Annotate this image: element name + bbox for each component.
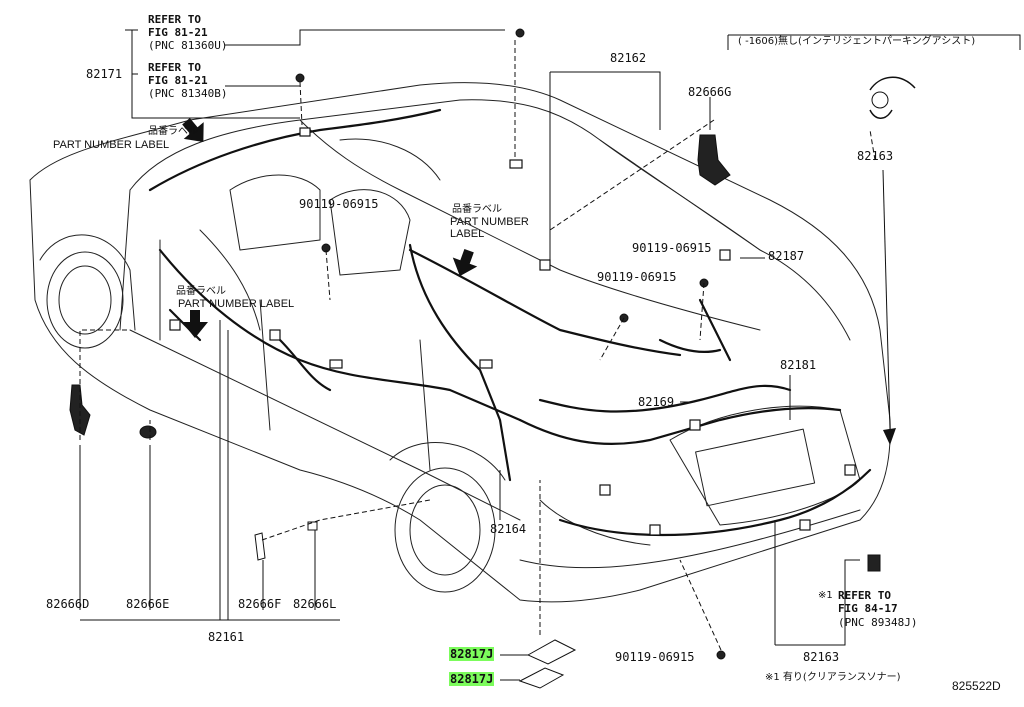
front-wheel-arch — [39, 234, 136, 331]
windshield — [299, 119, 761, 331]
note-bottom-right: ※1 有り(クリアランスソナー) — [765, 672, 901, 683]
ref3-line3: (PNC 89348J) — [838, 616, 918, 629]
part-82163-top: 82163 — [857, 149, 894, 163]
part-82817j-b: 82817J — [449, 672, 495, 686]
part-number-label-2b: LABEL — [450, 228, 485, 240]
part-82181: 82181 — [780, 358, 817, 372]
part-number-label-1: PART NUMBER LABEL — [53, 139, 170, 151]
ref1-line2: FIG 81-21 — [148, 26, 208, 39]
ref2-line1: REFER TO — [148, 61, 201, 74]
part-90119-a: 90119-06915 — [299, 197, 379, 211]
part-82666d: 82666D — [46, 597, 90, 611]
roof-outline — [129, 99, 761, 251]
part-82666g-drawing — [697, 134, 731, 186]
part-82666f-drawing — [254, 532, 266, 561]
front-wheel — [46, 251, 124, 349]
harness-window — [408, 248, 682, 357]
door-line-3 — [419, 339, 431, 471]
ref2-line2: FIG 81-21 — [148, 74, 208, 87]
part-82666l-drawing — [307, 521, 318, 531]
harness-bumper — [558, 468, 872, 537]
rear-bumper — [519, 509, 861, 569]
part-82187: 82187 — [768, 249, 805, 263]
part-82163-bottom: 82163 — [803, 650, 840, 664]
jp-label-3: 品番ラベル — [176, 286, 226, 297]
part-82162: 82162 — [610, 51, 647, 65]
part-90119-b: 90119-06915 — [632, 241, 712, 255]
part-82161: 82161 — [208, 630, 245, 644]
ref3-line1: REFER TO — [838, 589, 891, 602]
part-82817j-card-a — [526, 639, 577, 665]
harness-roof — [148, 108, 442, 192]
part-number-label-3: PART NUMBER LABEL — [178, 298, 295, 310]
note-top-right: ( -1606)無し(インテリジェントパーキングアシスト) — [738, 36, 976, 47]
ref1-line1: REFER TO — [148, 13, 201, 26]
door-line-2 — [259, 299, 271, 431]
diagram-id: 825522D — [952, 679, 1001, 693]
front-seat — [329, 189, 411, 276]
trunk-lid — [669, 405, 861, 526]
harness-pillar — [408, 243, 512, 482]
side-line — [129, 329, 521, 521]
jp-label-2: 品番ラベル — [452, 204, 502, 215]
part-89348j-drawing — [867, 554, 881, 572]
part-82666g: 82666G — [688, 85, 732, 99]
arrow-label-1 — [182, 118, 204, 142]
car-body-outline — [29, 82, 891, 603]
jp-label-1: 品番ラベル — [148, 126, 198, 137]
part-82666l: 82666L — [293, 597, 337, 611]
part-number-label-2a: PART NUMBER — [450, 216, 529, 228]
part-90119-d: 90119-06915 — [615, 650, 695, 664]
part-90119-c: 90119-06915 — [597, 270, 677, 284]
part-82171: 82171 — [86, 67, 123, 81]
rear-wheel-arch — [389, 442, 506, 481]
ref2-line3: (PNC 81340B) — [148, 87, 228, 100]
harness-rear — [518, 406, 842, 446]
part-82163-drawing — [871, 91, 889, 109]
part-82666f: 82666F — [238, 597, 282, 611]
arrow-label-3 — [182, 310, 208, 338]
part-82164: 82164 — [490, 522, 527, 536]
part-82817j-a: 82817J — [449, 647, 495, 661]
ref3-line2: FIG 84-17 — [838, 602, 898, 615]
rear-window — [599, 139, 851, 341]
rear-wheel — [394, 467, 496, 593]
part-82817j-card-b — [518, 667, 565, 689]
part-82666e: 82666E — [126, 597, 170, 611]
arrow-label-2 — [452, 249, 478, 277]
harness-floor — [158, 248, 522, 422]
ref1-line3: (PNC 81360U) — [148, 39, 228, 52]
part-82666e-drawing — [139, 425, 157, 439]
license-plate — [695, 428, 816, 507]
part-82169: 82169 — [638, 395, 675, 409]
ref3-mark: ※1 — [818, 590, 833, 601]
rear-seat — [229, 174, 321, 251]
